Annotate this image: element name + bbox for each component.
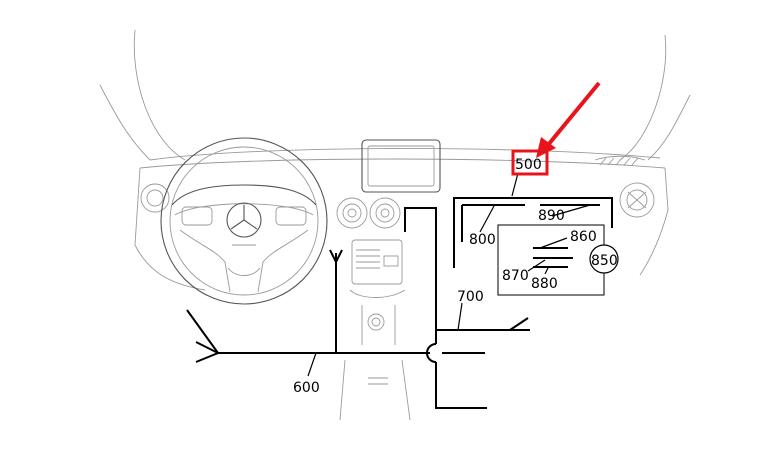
leader-500 <box>511 172 519 197</box>
label-500: 500 <box>515 157 542 173</box>
a-pillar-left <box>133 29 186 161</box>
left-window-edge <box>99 84 151 161</box>
dashboard-sketch <box>99 29 691 421</box>
leader-880 <box>544 267 549 275</box>
label-800: 800 <box>469 232 496 248</box>
label-850: 850 <box>591 253 618 269</box>
leader-860 <box>539 237 568 249</box>
leader-890 <box>551 204 591 217</box>
dash-top-line <box>149 148 661 161</box>
leader-700 <box>457 302 463 331</box>
leader-600 <box>307 352 317 377</box>
label-880: 880 <box>531 276 558 292</box>
right-window-edge <box>647 94 691 161</box>
a-pillar-right <box>619 34 667 161</box>
steering-wheel <box>160 137 328 305</box>
bracket-800 <box>453 197 613 268</box>
component-850-circle <box>589 244 619 274</box>
highlight-box <box>511 149 549 176</box>
right-vent <box>619 182 655 218</box>
reference-numerals: 500 890 800 860 850 870 880 700 600 <box>293 157 618 396</box>
left-vent <box>140 183 170 213</box>
red-arrowhead-icon <box>536 137 556 158</box>
radio-panel <box>351 239 403 285</box>
wire-700-vertical <box>404 207 437 344</box>
label-860: 860 <box>570 229 597 245</box>
center-vent-left <box>336 197 368 229</box>
label-890: 890 <box>538 208 565 224</box>
console-tunnel <box>339 359 411 421</box>
wiring-schematic <box>186 172 619 409</box>
rotary-knob <box>367 313 385 331</box>
highlight-annotation <box>511 81 601 176</box>
dash-right-side <box>639 167 669 276</box>
leader-800 <box>479 205 495 233</box>
center-vent-right <box>369 197 401 229</box>
label-700: 700 <box>457 289 484 305</box>
label-600: 600 <box>293 380 320 396</box>
center-display <box>361 139 441 193</box>
wire-crossover <box>426 343 437 363</box>
red-arrow-icon <box>546 81 601 147</box>
dash-top-line-2 <box>139 158 666 169</box>
leader-870 <box>527 259 546 272</box>
label-870: 870 <box>502 268 529 284</box>
steering-logo-icon <box>226 202 262 238</box>
speaker-grille <box>594 155 646 161</box>
